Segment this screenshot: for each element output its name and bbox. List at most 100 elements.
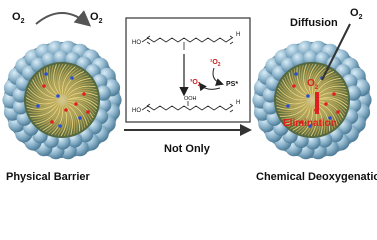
core-fiber: [285, 104, 310, 125]
core-dot: [286, 104, 290, 108]
core-fiber: [312, 67, 329, 95]
core-fiber: [303, 64, 310, 95]
core-fiber: [67, 95, 99, 103]
core-fiber: [317, 102, 340, 124]
arrowhead-icon: [240, 124, 252, 136]
core-fiber: [39, 105, 61, 129]
core-fiber: [317, 90, 348, 98]
core-fiber: [293, 68, 309, 97]
core-fiber: [33, 104, 59, 123]
core-fiber: [283, 104, 309, 123]
core-fiber: [56, 63, 64, 95]
core-dot: [324, 102, 328, 106]
right-nanoparticle: [252, 40, 372, 160]
core-fiber: [66, 83, 95, 97]
core-fiber: [51, 64, 60, 96]
shell-sphere: [55, 134, 71, 150]
core-fiber: [67, 98, 98, 110]
core-fiber: [66, 88, 97, 98]
left-core-fibers: [25, 63, 99, 137]
core-fiber: [63, 105, 69, 137]
core-fiber: [67, 97, 98, 107]
right-core-fibers: [275, 63, 349, 137]
core-fiber: [306, 63, 314, 95]
core-dot: [292, 84, 296, 88]
core-fiber: [277, 102, 308, 112]
o2-top-label: O2: [350, 7, 363, 21]
ps-label: PS*: [226, 81, 238, 88]
core-fiber: [65, 80, 93, 96]
core-fiber: [67, 90, 98, 98]
polymer-end-left: HO: [132, 40, 141, 46]
core-fiber: [64, 104, 73, 136]
core-fiber: [63, 69, 82, 95]
polymer-chain-top: [141, 37, 233, 43]
core-fiber: [64, 73, 87, 95]
core-fiber: [312, 66, 326, 95]
core-fiber: [58, 63, 67, 95]
core-fiber: [316, 103, 336, 128]
elimination-label: Elimination: [283, 118, 337, 129]
core-fiber: [275, 97, 307, 105]
core-fiber: [35, 104, 60, 125]
core-fiber: [317, 97, 348, 107]
not-only-label: Not Only: [164, 143, 211, 155]
core-fiber: [67, 102, 88, 126]
core-fiber: [25, 100, 57, 106]
core-fiber: [277, 87, 307, 101]
core-fiber: [54, 105, 65, 136]
polymer-end-right: H: [236, 32, 240, 38]
core-dot: [328, 116, 332, 120]
core-fiber: [63, 71, 85, 95]
core-fiber: [317, 102, 338, 126]
core-fiber: [30, 81, 57, 99]
core-fiber: [61, 65, 73, 95]
diffusion-annotation: Diffusion O2 O2 Elimination: [283, 7, 363, 129]
core-dot: [50, 120, 54, 124]
sensitization-arrow-icon: [212, 67, 224, 86]
core-dot: [56, 94, 60, 98]
core-fiber: [310, 105, 318, 137]
left-core-dots: [36, 72, 90, 128]
core-fiber: [298, 105, 312, 134]
core-fiber: [284, 76, 307, 98]
diagram-scene: O2 O2 Physical Barrier HO H ¹O2 PS* ³O2 …: [2, 7, 377, 183]
polymer-end-left-bottom: HO: [132, 108, 141, 114]
shell-sphere: [53, 50, 69, 66]
core-fiber: [25, 97, 57, 105]
return-arrow-icon: [198, 82, 221, 92]
core-dot: [82, 92, 86, 96]
core-fiber: [65, 103, 81, 132]
core-fiber: [27, 102, 58, 112]
core-fiber: [62, 67, 79, 95]
core-fiber: [317, 92, 348, 99]
core-fiber: [66, 103, 83, 130]
core-fiber: [37, 105, 60, 127]
core-fiber: [286, 74, 307, 98]
right-shell-spheres: [252, 40, 372, 160]
core-fiber: [288, 72, 308, 97]
diffusion-label: Diffusion: [290, 17, 338, 29]
core-dot: [70, 76, 74, 80]
polymer-brackets-bottom: [146, 103, 234, 113]
core-fiber: [48, 105, 62, 134]
core-fiber: [316, 88, 347, 98]
core-fiber: [317, 95, 349, 103]
core-fiber: [67, 99, 97, 113]
core-fiber: [291, 70, 308, 97]
core-fiber: [55, 63, 61, 95]
core-fiber: [64, 75, 89, 96]
core-fiber: [317, 101, 342, 121]
core-fiber: [311, 65, 323, 95]
core-fiber: [60, 105, 68, 137]
core-fiber: [27, 87, 57, 101]
core-fiber: [66, 103, 86, 128]
core-dot: [332, 92, 336, 96]
core-fiber: [278, 103, 308, 115]
core-dot: [300, 120, 304, 124]
core-fiber: [62, 66, 76, 95]
core-fiber: [280, 81, 307, 99]
core-fiber: [289, 105, 311, 129]
physical-barrier-caption: Physical Barrier: [6, 171, 90, 183]
core-fiber: [57, 105, 66, 137]
